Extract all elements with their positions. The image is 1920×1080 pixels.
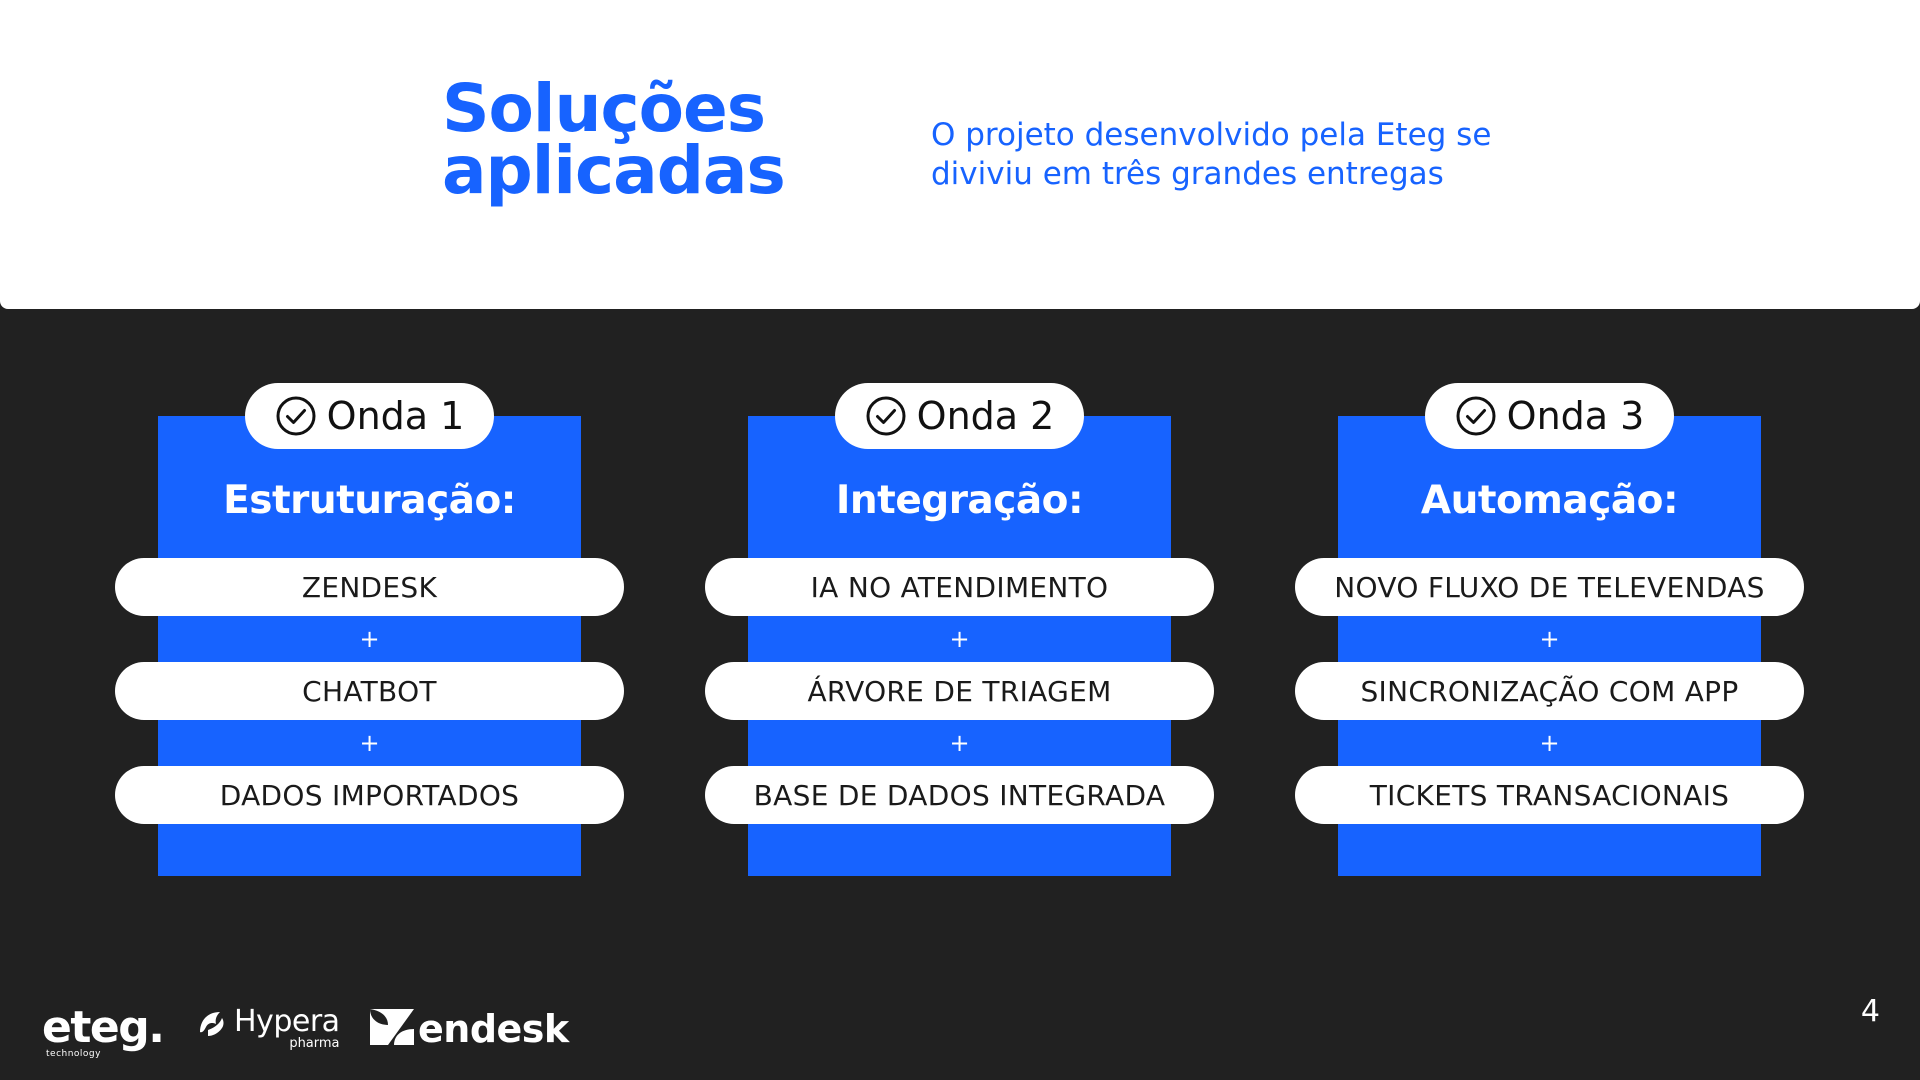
page-title: Soluções aplicadas xyxy=(442,76,786,204)
wave-3-plus-2: + xyxy=(1539,729,1560,757)
eteg-logo-subtext: technology xyxy=(46,1049,101,1059)
wave-2-plus-1: + xyxy=(949,625,970,653)
zendesk-logo-text: endesk xyxy=(418,1007,569,1051)
hypera-logo-text: Hypera xyxy=(234,1004,340,1039)
wave-2-badge: Onda 2 xyxy=(835,383,1084,449)
wave-3-item-1: NOVO FLUXO DE TELEVENDAS xyxy=(1295,558,1804,616)
wave-2-plus-2: + xyxy=(949,729,970,757)
zendesk-logo: endesk xyxy=(368,1007,569,1051)
wave-2-item-3: BASE DE DADOS INTEGRADA xyxy=(705,766,1214,824)
subtitle-line1: O projeto desenvolvido pela Eteg se xyxy=(931,117,1492,153)
wave-3-item-2: SINCRONIZAÇÃO COM APP xyxy=(1295,662,1804,720)
check-circle-icon xyxy=(275,395,317,437)
wave-3-plus-1: + xyxy=(1539,625,1560,653)
page-number: 4 xyxy=(1860,994,1880,1029)
subtitle-line2: diviviu em três grandes entregas xyxy=(931,156,1444,192)
hypera-mark-icon xyxy=(194,1006,230,1046)
check-circle-icon xyxy=(865,395,907,437)
wave-2-badge-label: Onda 2 xyxy=(916,394,1055,438)
eteg-logo: eteg. technology xyxy=(42,1002,165,1059)
wave-1-item-1: ZENDESK xyxy=(115,558,624,616)
wave-1-item-3: DADOS IMPORTADOS xyxy=(115,766,624,824)
wave-3-heading: Automação: xyxy=(1420,478,1679,523)
hypera-logo-subtext: pharma xyxy=(289,1036,340,1051)
wave-3-badge-label: Onda 3 xyxy=(1506,394,1645,438)
wave-1-plus-2: + xyxy=(359,729,380,757)
check-circle-icon xyxy=(1455,395,1497,437)
wave-2-item-1: IA NO ATENDIMENTO xyxy=(705,558,1214,616)
page-title-line2: aplicadas xyxy=(442,132,786,209)
wave-1-plus-1: + xyxy=(359,625,380,653)
wave-1-badge: Onda 1 xyxy=(245,383,494,449)
wave-3-badge: Onda 3 xyxy=(1425,383,1674,449)
page-subtitle: O projeto desenvolvido pela Eteg se divi… xyxy=(931,116,1551,194)
wave-1-item-2: CHATBOT xyxy=(115,662,624,720)
wave-2-heading: Integração: xyxy=(835,478,1084,523)
wave-1-heading: Estruturação: xyxy=(223,478,516,523)
page-title-line1: Soluções xyxy=(442,70,766,147)
hypera-logo: Hypera pharma xyxy=(194,1006,340,1050)
wave-3-item-3: TICKETS TRANSACIONAIS xyxy=(1295,766,1804,824)
wave-2-item-2: ÁRVORE DE TRIAGEM xyxy=(705,662,1214,720)
zendesk-z-icon xyxy=(368,1007,416,1051)
wave-1-badge-label: Onda 1 xyxy=(326,394,465,438)
eteg-logo-text: eteg. xyxy=(42,1002,165,1053)
header-panel: Soluções aplicadas O projeto desenvolvid… xyxy=(0,0,1920,309)
